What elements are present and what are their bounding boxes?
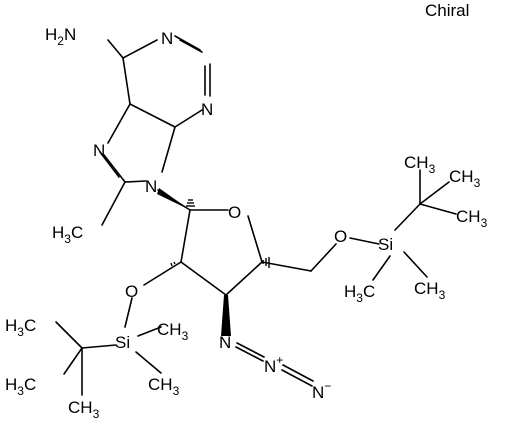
methyl-ch3-si-left-lower: CH3 [148, 375, 180, 398]
methyl-ch3-si-right: CH3 [414, 279, 446, 302]
atom-azide-n1: N [219, 333, 231, 352]
stereo-wedge-c3-azide [221, 295, 231, 336]
stereo-hash-bonds [170, 199, 270, 268]
atom-n1: N [161, 29, 173, 48]
stereo-wedge-c1-n9 [157, 188, 190, 210]
methyl-ch3-si-left-upper: CH3 [157, 320, 189, 343]
methyl-ch3-right-upper: CH3 [449, 167, 481, 190]
atom-o5: O [334, 227, 347, 246]
methyl-ch3-right-lower: CH3 [456, 207, 488, 230]
atom-o2: O [125, 282, 138, 301]
methyl-ch3-top: CH3 [404, 153, 436, 176]
methyl-c8: H3C [52, 223, 83, 246]
bonds [55, 35, 457, 396]
amino-group: H2N [45, 25, 76, 48]
atom-n7: N [93, 141, 105, 160]
atom-azide-n3: N− [312, 379, 331, 402]
atom-ring-oxygen: O [228, 203, 241, 222]
stereo-bonds [157, 188, 231, 336]
atom-azide-n2: N+ [264, 353, 283, 376]
methyl-h3c-left-top: H3C [5, 316, 36, 339]
atom-si-left: Si [115, 333, 130, 352]
atom-n9: N [145, 177, 157, 196]
methyl-h3c-si-right: H3C [344, 282, 375, 305]
chirality-label: Chiral [425, 1, 469, 20]
atom-labels: H2N N N N N H3C O O O Si Si N N+ N− [45, 25, 393, 402]
methyl-labels: CH3 CH3 CH3 H3C CH3 H3C H3C CH3 CH3 CH3 [5, 153, 488, 421]
atom-n3: N [201, 100, 213, 119]
atom-si-right: Si [378, 235, 393, 254]
methyl-ch3-left-bottom: CH3 [68, 398, 100, 421]
methyl-h3c-left-bottom: H3C [5, 375, 36, 398]
